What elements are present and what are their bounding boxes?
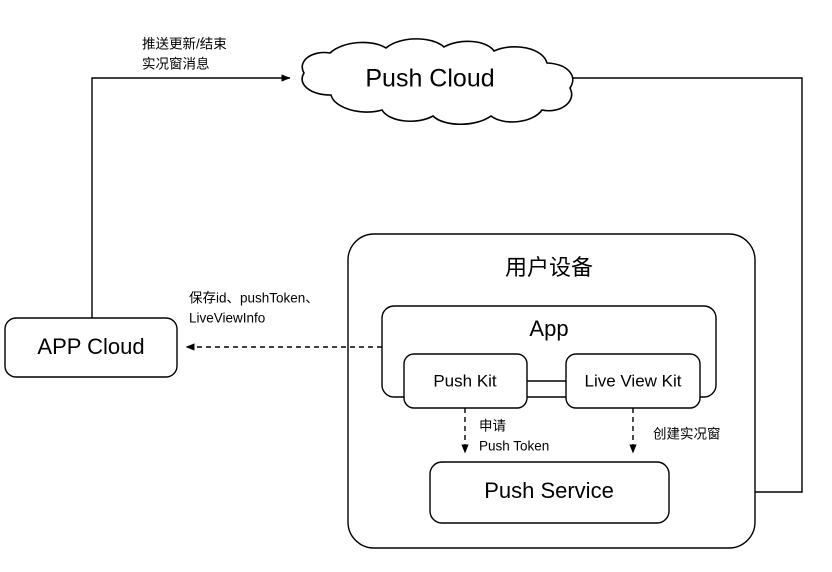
user-device-label: 用户设备 xyxy=(505,255,593,280)
push-cloud-shape xyxy=(301,38,574,125)
label-save-info-line1: 保存id、pushToken、 xyxy=(189,291,319,306)
push-service-box xyxy=(429,461,670,524)
label-save-info-line2: LiveViewInfo xyxy=(189,311,265,326)
node-push-service[interactable]: Push Service xyxy=(429,461,670,524)
label-create-live-view: 创建实况窗 xyxy=(653,426,721,442)
app-cloud-box xyxy=(4,317,178,378)
edge-app-cloud-to-push-cloud xyxy=(91,74,291,318)
node-app-cloud[interactable]: APP Cloud xyxy=(4,317,178,378)
node-push-cloud[interactable]: Push Cloud xyxy=(301,38,574,125)
app-label: App xyxy=(529,316,568,341)
push-kit-label: Push Kit xyxy=(433,371,497,390)
node-push-kit[interactable]: Push Kit xyxy=(403,353,528,409)
node-live-view-kit[interactable]: Live View Kit xyxy=(565,353,701,409)
label-apply-token-line1: 申请 xyxy=(479,419,506,434)
live-view-kit-label: Live View Kit xyxy=(584,371,681,390)
push-service-label: Push Service xyxy=(484,478,614,503)
label-push-update-line1: 推送更新/结束 xyxy=(142,37,227,52)
push-cloud-label: Push Cloud xyxy=(365,65,494,93)
label-push-update-line2: 实况窗消息 xyxy=(142,56,210,72)
label-apply-token-line2: Push Token xyxy=(479,439,549,454)
app-cloud-label: APP Cloud xyxy=(37,334,144,359)
